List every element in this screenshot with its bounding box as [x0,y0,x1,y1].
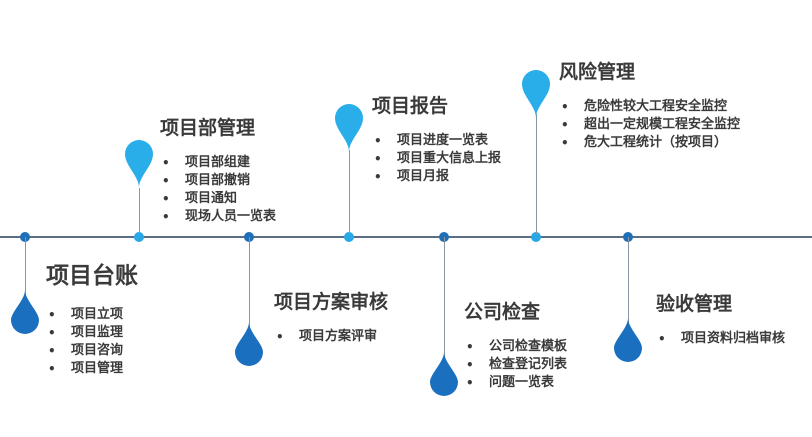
node-xiangmu-baogao: 项目报告 项目进度一览表 项目重大信息上报 项目月报 [372,94,501,186]
node-fengxian-guanli: 风险管理 危险性较大工程安全监控 超出一定规模工程安全监控 危大工程统计（按项目… [559,60,759,152]
timeline-dot [531,232,541,242]
node-fangan-shenhe: 项目方案审核 项目方案评审 [274,290,388,346]
node-item: 危大工程统计（按项目） [559,134,759,152]
node-item-list: 公司检查模板 检查登记列表 问题一览表 [464,338,567,392]
node-item-list: 项目资料归档审核 [656,330,785,348]
connector-line [536,114,537,234]
node-item: 现场人员一览表 [160,208,276,226]
node-item: 项目部撤销 [160,172,276,190]
node-item-list: 项目进度一览表 项目重大信息上报 项目月报 [372,132,501,186]
pin-drop-icon [335,104,363,152]
node-item-list: 项目立项 项目监理 项目咨询 项目管理 [46,306,138,378]
pin-drop-icon [125,140,153,188]
water-drop-icon [614,318,642,362]
node-item-list: 危险性较大工程安全监控 超出一定规模工程安全监控 危大工程统计（按项目） [559,98,759,152]
node-item: 项目重大信息上报 [372,150,501,168]
node-item: 项目立项 [46,306,138,324]
connector-line [249,237,250,327]
connector-line [349,150,350,234]
node-item-list: 项目方案评审 [274,328,388,346]
connector-line [444,237,445,357]
node-item: 项目管理 [46,360,138,378]
node-yanshou-guanli: 验收管理 项目资料归档审核 [656,292,785,348]
node-item: 检查登记列表 [464,356,567,374]
connector-line [25,237,26,295]
node-title: 风险管理 [559,61,636,83]
timeline-dot [134,232,144,242]
node-item: 危险性较大工程安全监控 [559,98,759,116]
node-item: 项目进度一览表 [372,132,501,150]
node-xiangmubu-guanli: 项目部管理 项目部组建 项目部撤销 项目通知 现场人员一览表 [160,116,276,226]
node-item: 超出一定规模工程安全监控 [559,116,759,134]
node-title: 项目方案审核 [274,291,389,313]
node-item: 项目监理 [46,324,138,342]
water-drop-icon [430,352,458,396]
node-item: 项目部组建 [160,154,276,172]
node-item: 项目咨询 [46,342,138,360]
timeline-axis [0,236,812,238]
water-drop-icon [11,290,39,334]
water-drop-icon [235,322,263,366]
node-title: 公司检查 [464,301,541,323]
node-item-list: 项目部组建 项目部撤销 项目通知 现场人员一览表 [160,154,276,226]
node-item: 公司检查模板 [464,338,567,356]
node-item: 项目方案评审 [274,328,388,346]
node-item: 项目月报 [372,168,501,186]
node-item: 项目通知 [160,190,276,208]
connector-line [628,237,629,323]
node-xiangmu-taizhang: 项目台账 项目立项 项目监理 项目咨询 项目管理 [46,262,138,378]
node-title: 项目台账 [46,263,138,289]
node-title: 验收管理 [656,293,733,315]
node-item: 项目资料归档审核 [656,330,785,348]
node-gongsi-jiancha: 公司检查 公司检查模板 检查登记列表 问题一览表 [464,300,567,392]
node-title: 项目报告 [372,95,449,117]
timeline-dot [344,232,354,242]
connector-line [139,188,140,234]
node-item: 问题一览表 [464,374,567,392]
pin-drop-icon [522,70,550,118]
node-title: 项目部管理 [160,117,256,139]
